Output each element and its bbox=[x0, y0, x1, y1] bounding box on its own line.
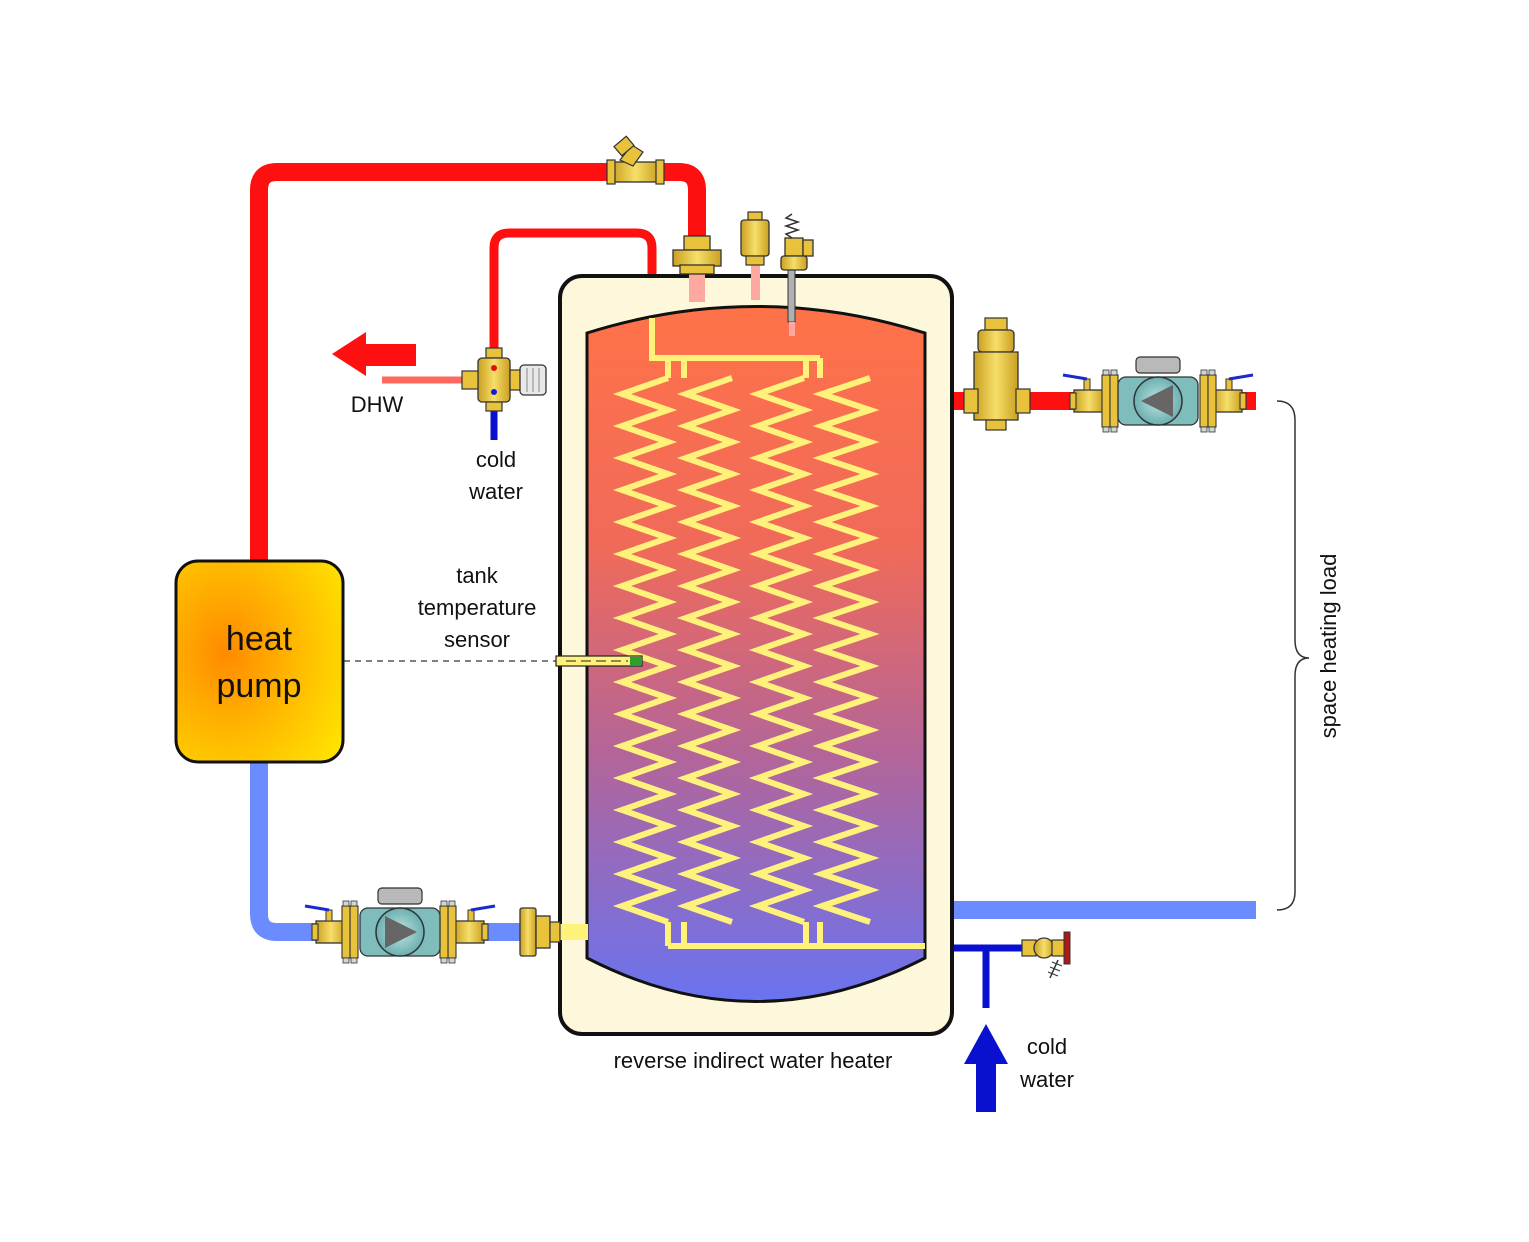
valve-handle bbox=[304, 904, 330, 912]
cold-water-bottom-label-line2: water bbox=[1019, 1067, 1074, 1092]
valve-stem bbox=[1225, 378, 1233, 391]
space-heating-load-brace bbox=[1276, 400, 1310, 911]
valve-end bbox=[311, 923, 319, 941]
hot-supply-pipe bbox=[250, 163, 706, 560]
valve-stem bbox=[467, 909, 475, 922]
drain-valve-icon bbox=[1021, 931, 1071, 979]
flange-bolt bbox=[1208, 426, 1216, 433]
pump-flange bbox=[447, 905, 457, 959]
pump-flange bbox=[349, 905, 359, 959]
valve-end bbox=[1239, 392, 1247, 410]
pump-motor-cap bbox=[1135, 356, 1181, 374]
isolation-valve-body bbox=[1073, 389, 1105, 413]
flange-bolt bbox=[1110, 369, 1118, 376]
pump-motor-cap bbox=[377, 887, 423, 905]
valve-handle bbox=[470, 904, 496, 912]
flange-bolt bbox=[448, 900, 456, 907]
flange-bolt bbox=[1200, 369, 1208, 376]
coil-4 bbox=[812, 375, 880, 925]
flange-bolt bbox=[440, 900, 448, 907]
isolation-valve-body bbox=[453, 920, 485, 944]
flow-arrow-icon bbox=[332, 332, 1008, 1112]
cold-water-top-label-line2: water bbox=[468, 479, 523, 504]
flange-bolt bbox=[1110, 426, 1118, 433]
flange-bolt bbox=[448, 957, 456, 964]
flange-bolt bbox=[1208, 369, 1216, 376]
pump-flange bbox=[439, 905, 449, 959]
flange-bolt bbox=[1102, 426, 1110, 433]
heat-pump-label-line1: heat bbox=[226, 620, 293, 658]
space-heating-load-label: space heating load bbox=[1316, 554, 1341, 739]
valve-end bbox=[481, 923, 489, 941]
flange-bolt bbox=[440, 957, 448, 964]
wye-strainer-icon bbox=[606, 135, 665, 185]
heat-exchanger-coils bbox=[612, 318, 925, 949]
union-fitting-bottom-icon bbox=[519, 907, 561, 957]
sensor-label-line2: temperature bbox=[418, 595, 537, 620]
pump-flange bbox=[1109, 374, 1119, 428]
valve-stem bbox=[1083, 378, 1091, 391]
flange-bolt bbox=[342, 957, 350, 964]
coil-2 bbox=[676, 375, 742, 925]
valve-handle bbox=[1062, 373, 1088, 381]
coil-3 bbox=[748, 375, 814, 925]
cold-water-top-label-line1: cold bbox=[476, 447, 516, 472]
flange-bolt bbox=[350, 957, 358, 964]
pump-flange bbox=[1199, 374, 1209, 428]
flange-bolt bbox=[350, 900, 358, 907]
pump-flange bbox=[1101, 374, 1111, 428]
sensor-label-line3: sensor bbox=[444, 627, 510, 652]
pump-flange bbox=[1207, 374, 1217, 428]
air-vent-icon bbox=[740, 211, 770, 266]
relief-valve-icon bbox=[780, 213, 814, 271]
union-fitting-icon bbox=[672, 235, 722, 275]
flange-bolt bbox=[1102, 369, 1110, 376]
valve-handle bbox=[1228, 373, 1254, 381]
dhw-hot-pipe bbox=[489, 228, 657, 352]
mixing-valve-icon bbox=[461, 347, 547, 412]
pump-flange bbox=[341, 905, 351, 959]
pump-direction-arrow bbox=[1141, 385, 1173, 417]
flange-bolt bbox=[1200, 426, 1208, 433]
circulator-pump-space-heating-icon bbox=[1062, 356, 1254, 433]
heat-pump-label-line2: pump bbox=[216, 667, 301, 705]
circulator-pump-icon bbox=[304, 887, 496, 964]
flange-bolt bbox=[342, 900, 350, 907]
pump-direction-arrow bbox=[385, 916, 417, 948]
air-separator-icon bbox=[963, 317, 1031, 431]
tank-temperature-sensor bbox=[344, 655, 643, 667]
valve-stem bbox=[325, 909, 333, 922]
heat-pump-box bbox=[174, 559, 345, 764]
valve-end bbox=[1069, 392, 1077, 410]
sensor-label-line1: tank bbox=[456, 563, 499, 588]
coil-1 bbox=[612, 375, 678, 925]
cold-water-bottom-label-line1: cold bbox=[1027, 1034, 1067, 1059]
dhw-label: DHW bbox=[351, 392, 404, 417]
tank-label: reverse indirect water heater bbox=[614, 1048, 893, 1073]
